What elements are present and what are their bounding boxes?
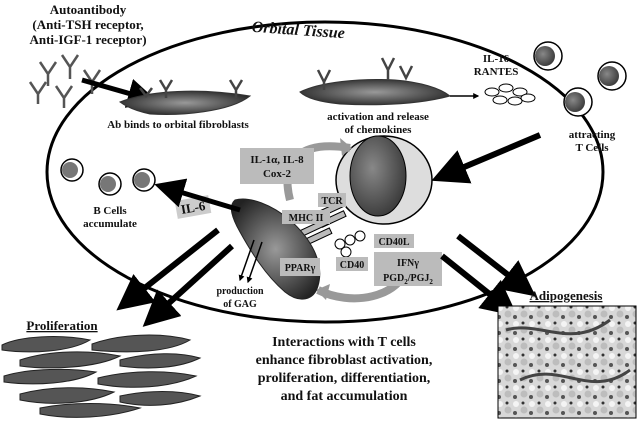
- il6-arrow: [154, 178, 241, 213]
- tcell-recruit-arrow: [431, 132, 542, 184]
- autoantibody-line3: Anti-IGF-1 receptor): [29, 32, 146, 47]
- mhc-label: MHC II: [289, 213, 324, 224]
- mhc-box: [282, 210, 330, 224]
- proliferation-label: Proliferation: [26, 318, 98, 333]
- central-t-cell-nucleus: [349, 135, 407, 217]
- cd40-box: [336, 257, 368, 271]
- cytokine-box: [240, 148, 314, 184]
- prolif-arrow-1: [116, 227, 220, 311]
- ifn-label: IFNγ: [397, 258, 419, 269]
- interactions-line2: enhance fibroblast activation,: [256, 353, 433, 368]
- ifn-box: [374, 252, 442, 286]
- cd40l-box: [374, 234, 414, 248]
- pgd-label: PGD2/PGJ2: [383, 273, 433, 286]
- autoantibody-title: Autoantibody: [50, 2, 127, 17]
- interactions-line3: proliferation, differentiation,: [258, 371, 431, 386]
- adipo-arrow-2: [440, 253, 518, 317]
- activation-label-2: of chemokines: [345, 124, 413, 136]
- cd40l-label: CD40L: [378, 237, 409, 248]
- orbital-tissue-ellipse: [45, 20, 605, 324]
- fibroblast-2: [299, 79, 452, 106]
- bound-antibodies-1: [139, 79, 244, 99]
- bcells-label-1: B Cells: [93, 205, 127, 217]
- activation-label-1: activation and release: [327, 111, 429, 123]
- tcells-label: T Cells: [575, 142, 609, 154]
- tcr-label: TCR: [321, 196, 343, 207]
- bound-antibodies-2: [316, 57, 414, 90]
- gag-label-2: of GAG: [223, 299, 257, 310]
- proliferation-cells: [1, 334, 202, 418]
- autoantibody-line2: (Anti-TSH receptor,: [32, 17, 143, 32]
- ppar-box: [280, 258, 320, 276]
- cytokines-label-1: IL-1α, IL-8: [250, 154, 304, 166]
- cytokines-label-2: Cox-2: [263, 168, 292, 180]
- gag-arrow-2: [246, 241, 263, 284]
- tcr-box: [318, 193, 346, 207]
- attracting-label: attracting: [569, 129, 616, 141]
- il16-label: IL-16: [483, 53, 510, 65]
- fibroblast-1: [118, 90, 252, 115]
- adipo-arrow-1: [456, 233, 536, 297]
- adipogenesis-label: Adipogenesis: [530, 288, 603, 303]
- bcells-label-2: accumulate: [83, 218, 137, 230]
- rantes-label: RANTES: [474, 66, 519, 78]
- chemokine-circles: [484, 83, 536, 106]
- ppar-label: PPARγ: [285, 263, 316, 274]
- il6-label: IL-6: [180, 198, 207, 217]
- ab-binds-label: Ab binds to orbital fibroblasts: [107, 119, 249, 131]
- t-cells-group: [533, 41, 627, 117]
- orbital-tissue-label: Orbital Tissue: [251, 19, 345, 42]
- b-cells-group: [60, 158, 156, 196]
- gag-arrow-1: [238, 239, 255, 282]
- interactions-line4: and fat accumulation: [281, 389, 408, 404]
- prolif-arrow-2: [142, 243, 235, 327]
- interactions-line1: Interactions with T cells: [272, 335, 416, 350]
- cd40-circles: [334, 230, 366, 258]
- cd40-label: CD40: [340, 260, 364, 271]
- gag-label-1: production: [216, 286, 263, 297]
- adipogenesis-image: [497, 305, 637, 419]
